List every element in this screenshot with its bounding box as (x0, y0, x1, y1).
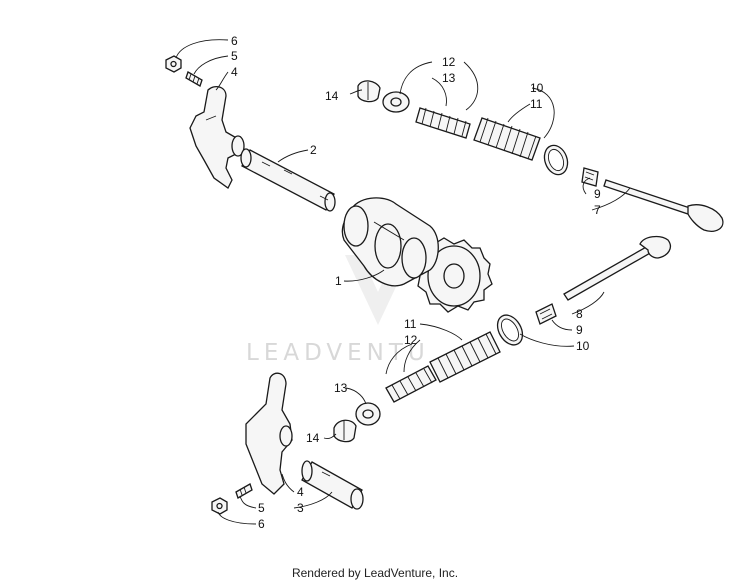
upper-rocker-shaft (240, 148, 336, 212)
callout-2: 2 (310, 143, 317, 157)
upper-valve-keepers (357, 80, 381, 103)
lower-rocker-arm (245, 372, 293, 495)
lower-valve-keepers (333, 419, 357, 443)
callout-5-lower: 5 (258, 501, 265, 515)
callout-8: 8 (576, 307, 583, 321)
lower-valve (563, 235, 672, 301)
lower-inner-spring (385, 365, 437, 403)
callout-14-upper: 14 (325, 89, 339, 103)
callout-4-upper: 4 (231, 65, 238, 79)
callout-12-middle: 12 (404, 333, 418, 347)
upper-spring-seat (543, 144, 569, 176)
footer-credit: Rendered by LeadVenture, Inc. (291, 566, 459, 580)
callout-6-lower: 6 (258, 517, 265, 531)
upper-inner-spring (415, 107, 471, 139)
leader-lines (175, 39, 631, 525)
lower-spring-seat (496, 314, 524, 346)
callout-4-lower: 4 (297, 485, 304, 499)
callout-13-upper: 13 (442, 71, 456, 85)
upper-spring-retainer (382, 91, 410, 113)
callout-9-middle: 9 (576, 323, 583, 337)
callout-10-middle: 10 (576, 339, 590, 353)
callout-11-middle: 11 (404, 317, 417, 331)
lower-adjuster-screw (235, 483, 253, 499)
callout-9-upper: 9 (594, 187, 601, 201)
camshaft (341, 197, 439, 287)
callout-13-lower: 13 (334, 381, 348, 395)
lower-valve-seal (535, 303, 557, 325)
upper-rocker-arm (189, 85, 245, 189)
upper-valve-seal (581, 167, 599, 187)
callout-10-upper: 10 (530, 81, 544, 95)
callout-11-upper: 11 (530, 97, 543, 111)
upper-outer-spring (473, 117, 541, 161)
callout-labels: 6 5 4 2 1 14 12 13 10 11 9 7 8 9 10 11 1… (231, 34, 601, 531)
watermark-text: LEADVENTU (246, 340, 430, 366)
lower-adjuster-nut (211, 497, 228, 515)
lower-outer-spring (429, 331, 501, 383)
callout-3: 3 (297, 501, 304, 515)
callout-6-upper: 6 (231, 34, 238, 48)
callout-1: 1 (335, 274, 342, 288)
callout-12-upper: 12 (442, 55, 456, 69)
upper-adjuster-nut (165, 55, 182, 73)
upper-adjuster-screw (185, 71, 203, 87)
lower-spring-retainer (355, 402, 381, 426)
upper-valve (603, 179, 724, 232)
callout-14-lower: 14 (306, 431, 320, 445)
callout-5-upper: 5 (231, 49, 238, 63)
lower-rocker-shaft (301, 460, 364, 510)
callout-7: 7 (594, 203, 601, 217)
